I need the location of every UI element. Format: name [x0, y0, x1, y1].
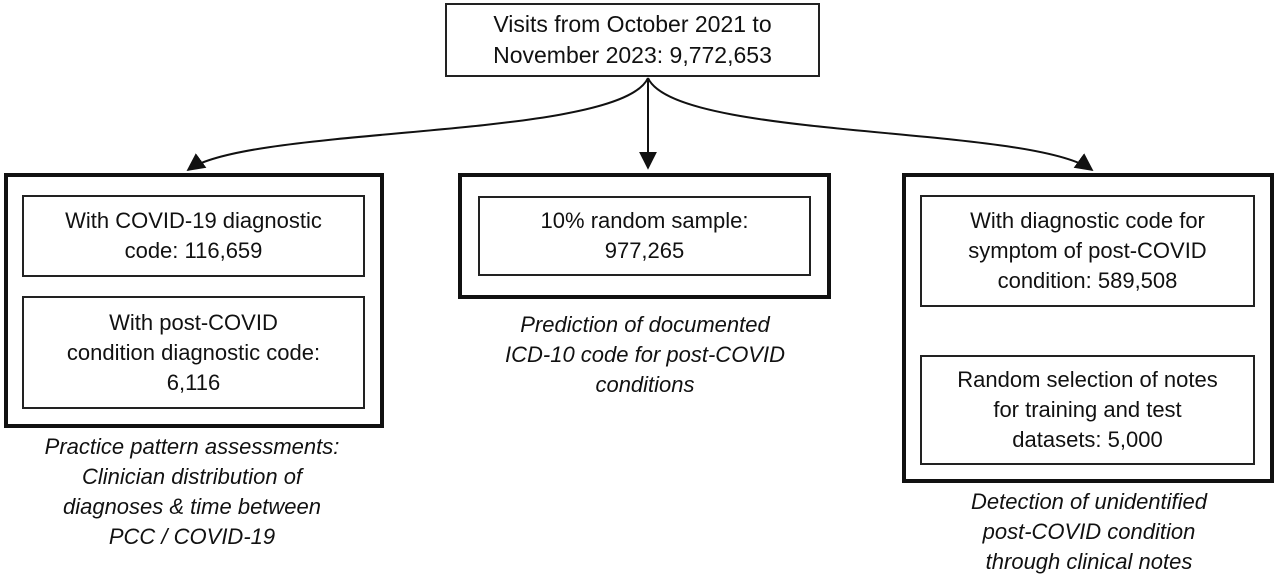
random-notes-line-1: Random selection of notes — [957, 367, 1218, 392]
random-notes-line-3: datasets: 5,000 — [1012, 427, 1163, 452]
covid-code-line-1: With COVID-19 diagnostic — [65, 208, 322, 233]
symptom-code-line-2: symptom of post-COVID — [968, 238, 1207, 263]
root-line-2: November 2023: 9,772,653 — [493, 42, 772, 68]
symptom-code-line-3: condition: 589,508 — [997, 268, 1178, 293]
root-line-1: Visits from October 2021 to — [493, 11, 772, 37]
random-sample-line-1: 10% random sample: — [540, 208, 749, 233]
arrow-to-left-group — [186, 77, 649, 172]
detection-caption-line-3: through clinical notes — [985, 549, 1193, 574]
arrow-to-right-group — [647, 77, 1094, 172]
detection-caption-line-2: post-COVID condition — [982, 519, 1196, 544]
post-covid-diagnostic-code-box: With post-COVID condition diagnostic cod… — [22, 296, 365, 409]
random-sample-line-2: 977,265 — [604, 238, 685, 263]
post-covid-code-line-1: With post-COVID — [109, 309, 278, 335]
covid-diagnostic-code-box: With COVID-19 diagnostic code: 116,659 — [22, 195, 365, 277]
practice-caption-line-4: PCC / COVID-19 — [108, 524, 276, 549]
detection-caption-line-1: Detection of unidentified — [970, 489, 1208, 514]
covid-code-line-2: code: 116,659 — [124, 238, 263, 263]
random-notes-line-2: for training and test — [993, 397, 1182, 422]
prediction-caption-line-3: conditions — [595, 372, 695, 397]
practice-pattern-caption: Practice pattern assessments: Clinician … — [0, 432, 384, 552]
practice-caption-line-3: diagnoses & time between — [62, 494, 322, 519]
detection-caption: Detection of unidentified post-COVID con… — [900, 487, 1278, 577]
practice-caption-line-2: Clinician distribution of — [81, 464, 303, 489]
prediction-caption: Prediction of documented ICD-10 code for… — [450, 310, 840, 400]
symptom-diagnostic-code-box: With diagnostic code for symptom of post… — [920, 195, 1255, 307]
post-covid-code-line-3: 6,116 — [166, 369, 221, 395]
random-sample-box: 10% random sample: 977,265 — [478, 196, 811, 276]
post-covid-code-line-2: condition diagnostic code: — [66, 339, 321, 365]
practice-caption-line-1: Practice pattern assessments: — [44, 434, 340, 459]
prediction-caption-line-2: ICD-10 code for post-COVID — [505, 342, 785, 367]
prediction-caption-line-1: Prediction of documented — [520, 312, 770, 337]
symptom-code-line-1: With diagnostic code for — [970, 208, 1205, 233]
root-visits-box: Visits from October 2021 to November 202… — [445, 3, 820, 77]
random-notes-selection-box: Random selection of notes for training a… — [920, 355, 1255, 465]
